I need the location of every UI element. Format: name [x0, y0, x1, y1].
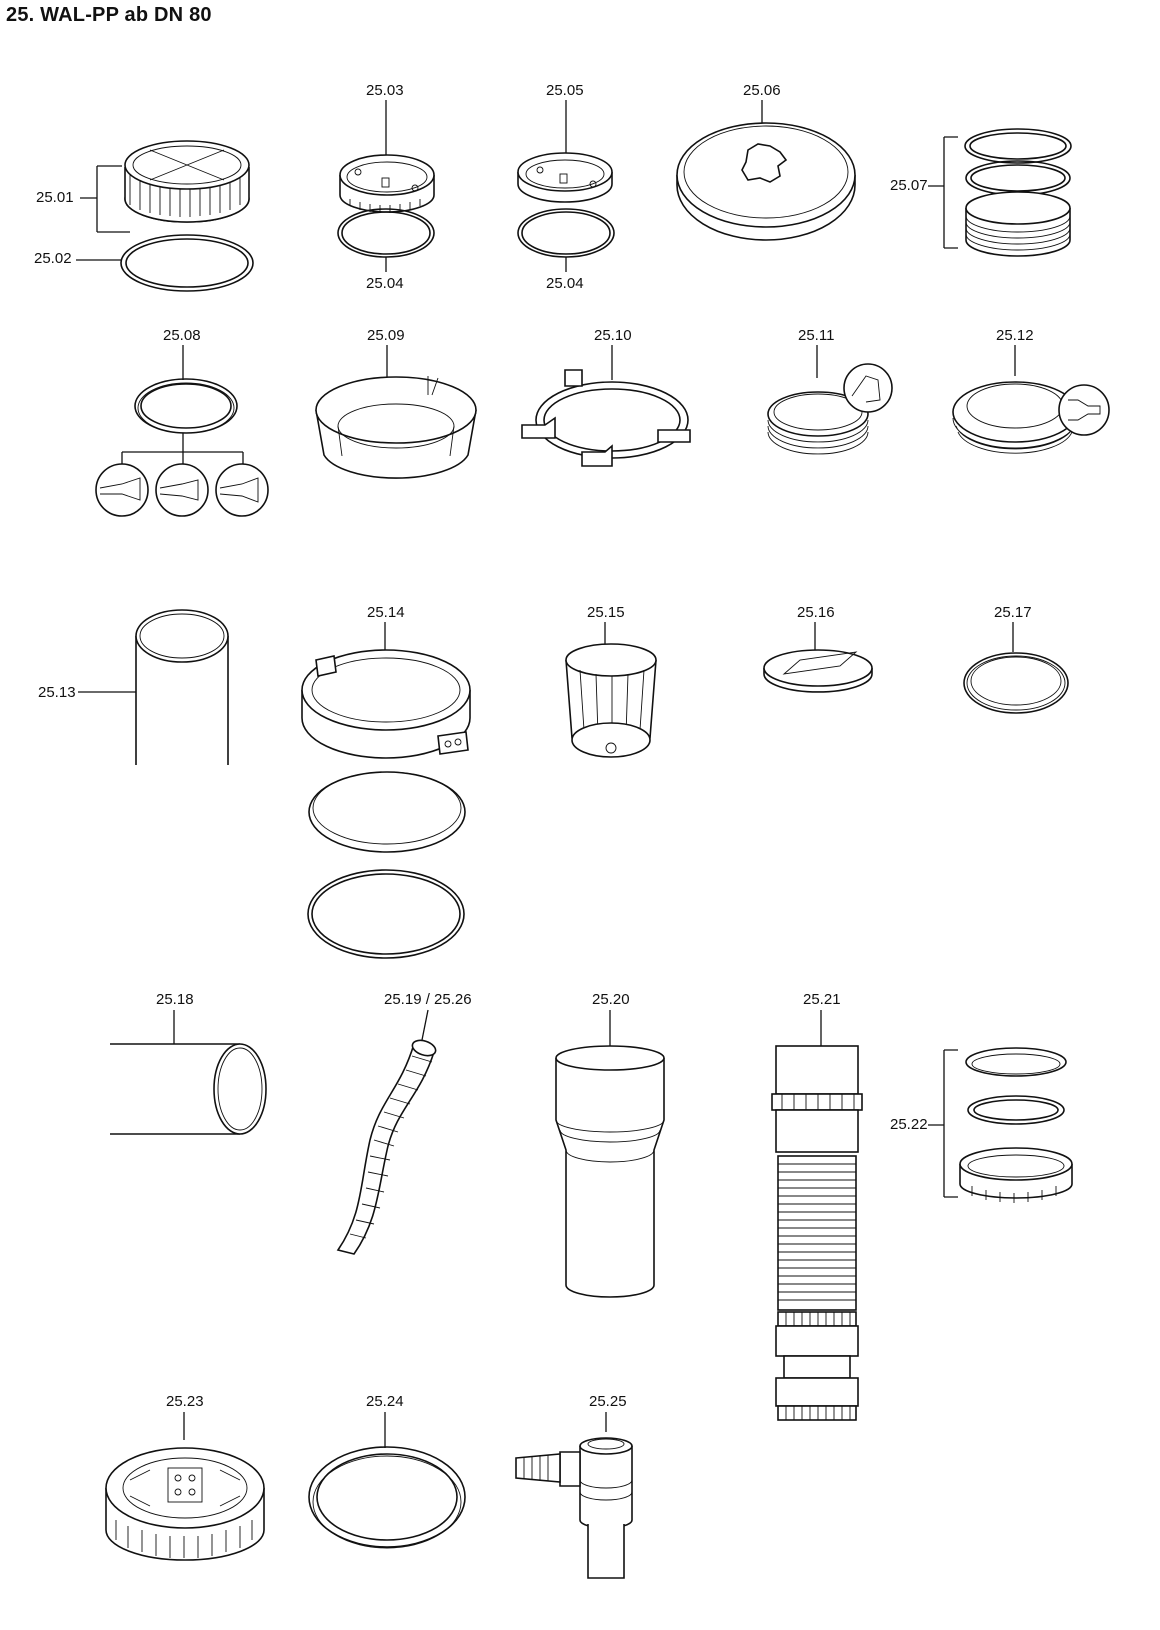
part-25-16[interactable]: [763, 649, 873, 693]
part-25-02[interactable]: [120, 234, 254, 292]
seal-detail-3: [215, 463, 269, 517]
seal-detail-2: [155, 463, 209, 517]
part-25-14[interactable]: [301, 649, 471, 759]
label-25-07: 25.07: [890, 177, 928, 194]
part-25-21[interactable]: [771, 1045, 863, 1421]
part-25-22[interactable]: [959, 1047, 1073, 1203]
part-25-06[interactable]: [676, 122, 856, 241]
seal-detail-1: [95, 463, 149, 517]
label-25-21: 25.21: [803, 991, 841, 1008]
label-25-04-b: 25.04: [546, 275, 584, 292]
label-25-13: 25.13: [38, 684, 76, 701]
part-25-13[interactable]: [135, 609, 229, 765]
label-25-09: 25.09: [367, 327, 405, 344]
part-25-23[interactable]: [105, 1447, 265, 1561]
part-25-05[interactable]: [517, 152, 613, 203]
label-25-22: 25.22: [890, 1116, 928, 1133]
part-25-17[interactable]: [963, 652, 1069, 714]
part-25-14-ring-1: [308, 771, 466, 853]
part-25-08[interactable]: [134, 378, 238, 434]
label-25-12: 25.12: [996, 327, 1034, 344]
label-25-25: 25.25: [589, 1393, 627, 1410]
label-25-24: 25.24: [366, 1393, 404, 1410]
part-25-11[interactable]: [767, 363, 893, 455]
label-25-19-26: 25.19 / 25.26: [384, 991, 472, 1008]
label-25-05: 25.05: [546, 82, 584, 99]
label-25-06: 25.06: [743, 82, 781, 99]
part-25-12[interactable]: [952, 381, 1110, 454]
label-25-02: 25.02: [34, 250, 72, 267]
label-25-16: 25.16: [797, 604, 835, 621]
part-25-03[interactable]: [339, 154, 435, 213]
label-25-20: 25.20: [592, 991, 630, 1008]
part-25-01[interactable]: [124, 140, 250, 223]
part-25-07[interactable]: [964, 128, 1072, 257]
label-25-03: 25.03: [366, 82, 404, 99]
part-25-20[interactable]: [555, 1045, 665, 1298]
part-25-14-ring-2: [307, 869, 465, 959]
label-25-18: 25.18: [156, 991, 194, 1008]
label-25-04-a: 25.04: [366, 275, 404, 292]
label-25-14: 25.14: [367, 604, 405, 621]
part-25-04-a[interactable]: [337, 208, 435, 258]
label-25-11: 25.11: [798, 327, 834, 344]
label-25-17: 25.17: [994, 604, 1032, 621]
label-25-23: 25.23: [166, 1393, 204, 1410]
part-25-04-b[interactable]: [517, 208, 615, 258]
page-title: 25. WAL-PP ab DN 80: [6, 4, 212, 26]
part-25-10[interactable]: [521, 369, 691, 467]
label-25-15: 25.15: [587, 604, 625, 621]
part-25-18[interactable]: [110, 1043, 267, 1135]
part-25-19[interactable]: [336, 1038, 438, 1255]
label-25-01: 25.01: [36, 189, 74, 206]
part-25-15[interactable]: [565, 643, 657, 758]
part-25-25[interactable]: [515, 1437, 633, 1579]
part-25-09[interactable]: [315, 376, 477, 479]
part-25-24[interactable]: [308, 1446, 466, 1549]
label-25-08: 25.08: [163, 327, 201, 344]
label-25-10: 25.10: [594, 327, 632, 344]
